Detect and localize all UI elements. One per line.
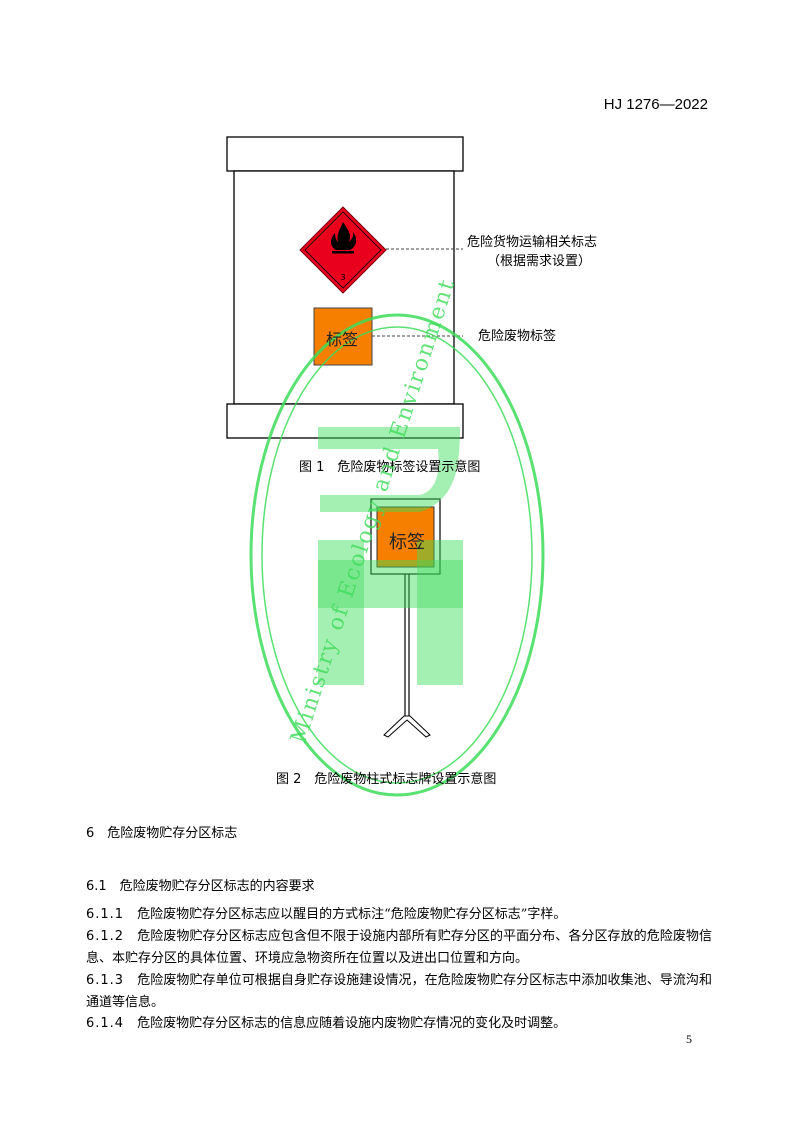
clause-number: 6.1.4 — [86, 1016, 125, 1031]
clause-text: 危险废物贮存分区标志应包含但不限于设施内部所有贮存分区的平面分布、各分区存放的危… — [86, 929, 712, 966]
clause-text: 危险废物贮存单位可根据自身贮存设施建设情况，在危险废物贮存分区标志中添加收集池、… — [86, 973, 712, 1010]
clause-text: 危险废物贮存分区标志应以醒目的方式标注“危险废物贮存分区标志”字样。 — [137, 907, 567, 922]
callout-transport-line2: （根据需求设置） — [487, 254, 592, 269]
sign-stand — [383, 715, 431, 738]
diamond-class-number: 3 — [340, 273, 345, 282]
document-code: HJ 1276—2022 — [603, 96, 708, 113]
callout-transport: 危险货物运输相关标志 （根据需求设置） — [467, 233, 597, 271]
section-6-1-title: 6.1 危险废物贮存分区标志的内容要求 — [86, 879, 315, 894]
flame-icon — [331, 222, 357, 250]
callout-transport-line1: 危险货物运输相关标志 — [467, 235, 598, 250]
figure-1-caption: 图 1 危险废物标签设置示意图 — [299, 460, 481, 475]
label-box — [313, 307, 373, 366]
clause-number: 6.1.3 — [86, 973, 125, 988]
label-box-text: 标签 — [326, 330, 359, 349]
page-number: 5 — [686, 1032, 692, 1046]
flammable-hazard-diamond — [299, 206, 387, 294]
sign-label — [376, 506, 435, 568]
container-top-lid — [226, 136, 464, 172]
container-base — [226, 403, 464, 439]
clause-number: 6.1.2 — [86, 929, 125, 944]
clause-6-1-2: 6.1.2 危险废物贮存分区标志应包含但不限于设施内部所有贮存分区的平面分布、各… — [86, 926, 712, 970]
callout-label: 危险废物标签 — [478, 329, 557, 344]
clause-6-1-3: 6.1.3 危险废物贮存单位可根据自身贮存设施建设情况，在危险废物贮存分区标志中… — [86, 970, 712, 1014]
clause-6-1-4: 6.1.4 危险废物贮存分区标志的信息应随着设施内废物贮存情况的变化及时调整。 — [86, 1013, 712, 1035]
clause-number: 6.1.1 — [86, 907, 125, 922]
clause-6-1-1: 6.1.1 危险废物贮存分区标志应以醒目的方式标注“危险废物贮存分区标志”字样。 — [86, 904, 712, 926]
figure-2-caption: 图 2 危险废物柱式标志牌设置示意图 — [276, 772, 497, 787]
clause-text: 危险废物贮存分区标志的信息应随着设施内废物贮存情况的变化及时调整。 — [137, 1016, 567, 1031]
watermark-logo — [249, 313, 545, 797]
figure-2-drawing — [370, 498, 441, 738]
section-6-title: 6 危险废物贮存分区标志 — [86, 826, 238, 841]
sign-label-text: 标签 — [389, 532, 425, 553]
